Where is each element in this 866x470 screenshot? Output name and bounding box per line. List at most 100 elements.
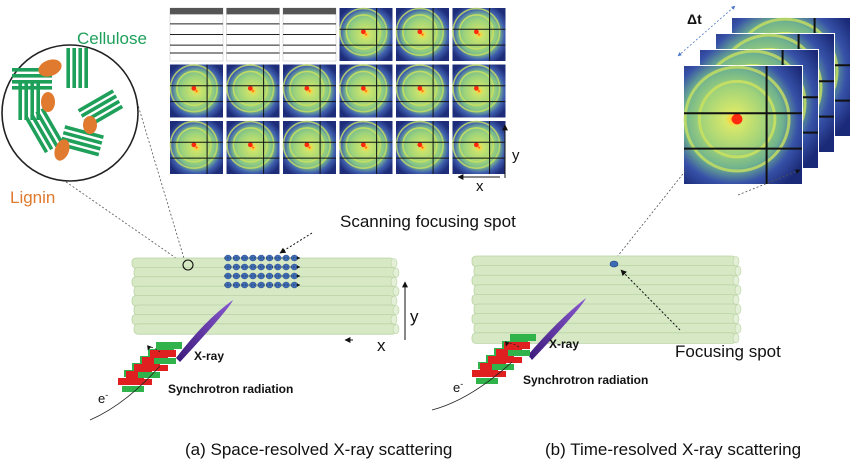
magnet-block [154, 358, 176, 364]
magnet-block [146, 365, 168, 371]
scan-spot [282, 272, 290, 280]
pattern-tile [282, 64, 336, 118]
delta-t-label: Δt [687, 11, 702, 27]
cellulose-bundles [12, 48, 124, 157]
fiber-end [732, 256, 740, 267]
magnet-block [510, 334, 536, 341]
magnet-block [500, 357, 522, 363]
fiber [471, 293, 737, 306]
pattern-tile [452, 120, 506, 174]
grid-axes [457, 124, 508, 180]
fiber [471, 255, 737, 268]
lignin-blob [54, 139, 70, 161]
lignin-blob [41, 92, 55, 112]
pattern-tile [452, 7, 506, 61]
fiber-end [390, 258, 398, 269]
magnet-block [156, 342, 182, 349]
lignin-blob [83, 116, 97, 134]
fiber-y-label: y [410, 307, 419, 326]
synchrotron-label-left: Synchrotron radiation [168, 382, 293, 396]
fiber-end [732, 275, 740, 286]
pattern-tile [169, 64, 223, 118]
xray-beam-right [528, 298, 586, 360]
pattern-tile [226, 120, 280, 174]
synchrotron-label-right: Synchrotron radiation [523, 373, 648, 387]
pattern-tile [339, 7, 393, 61]
caption-a: (a) Space-resolved X-ray scattering [185, 440, 452, 459]
pattern-tile-blank [282, 7, 337, 62]
scan-spot [282, 254, 290, 262]
cellulose-bundle [24, 107, 64, 154]
focusing-spot-label: Focusing spot [675, 342, 781, 361]
fiber-end [732, 294, 740, 305]
fiber [473, 303, 739, 316]
magnet-block [476, 378, 498, 384]
cellulose-bundle [59, 125, 104, 157]
fiber-bundle-left [131, 257, 400, 335]
magnet-block [122, 386, 144, 392]
fiber-end [734, 304, 742, 315]
lignin-label: Lignin [10, 188, 55, 207]
grid-y-label: y [512, 147, 520, 164]
scan-spot [282, 281, 290, 289]
scanning-spot-label: Scanning focusing spot [340, 212, 516, 231]
xray-label-right: X-ray [549, 337, 579, 351]
focusing-spot [609, 260, 619, 268]
probe-circle [182, 259, 194, 271]
magnet-block [150, 350, 176, 357]
fiber-end [732, 313, 740, 325]
fiber-end [390, 295, 398, 306]
pattern-tile [226, 64, 280, 118]
fiber-bundle-right [471, 255, 742, 344]
magnet-block [484, 371, 506, 377]
cellulose-label: Cellulose [77, 29, 147, 48]
electron-label-left: e- [98, 390, 108, 406]
fiber-end [734, 285, 742, 296]
fiber-x-label: x [377, 336, 386, 355]
pattern-tile-blank [226, 7, 280, 62]
scattering-pattern-grid [169, 7, 506, 174]
electron-path-left [89, 365, 161, 421]
pattern-tile [452, 64, 506, 118]
caption-b: (b) Time-resolved X-ray scattering [545, 440, 801, 459]
cellulose-bundle [66, 48, 88, 88]
fiber-end [734, 323, 742, 334]
fiber [133, 285, 397, 298]
fiber-end [392, 323, 400, 334]
fiber-end [392, 305, 400, 316]
fiber [471, 274, 737, 287]
pattern-tile [339, 64, 393, 118]
pattern-tile [683, 65, 802, 184]
fiber-end [390, 314, 398, 325]
fiber-end [734, 265, 742, 277]
fiber [473, 265, 739, 277]
undulator-magnets-left [118, 342, 182, 392]
pattern-tile [395, 7, 449, 61]
magnet-block [492, 364, 514, 370]
fiber-axes-left [344, 281, 408, 343]
xray-label-left: X-ray [194, 349, 224, 363]
fiber-end [392, 267, 400, 278]
magnet-block [508, 350, 530, 356]
fiber [131, 295, 395, 307]
lignin-blobs [38, 59, 97, 161]
lignin-blob [38, 59, 62, 77]
scan-spot [282, 263, 290, 271]
pattern-tile [169, 120, 223, 174]
cellulose-bundle [18, 80, 40, 120]
magnet-block [504, 342, 530, 349]
fiber-end [390, 276, 398, 287]
delta-t-arrow [677, 5, 736, 57]
fiber [133, 304, 397, 316]
pattern-tile [282, 120, 336, 174]
pattern-tile [395, 64, 449, 118]
magnet-block [130, 379, 152, 385]
fiber-end [732, 333, 740, 344]
time-resolved-pattern-stack [683, 17, 851, 185]
fiber-structure-inset [1, 44, 187, 266]
fiber [131, 313, 395, 326]
fiber [471, 313, 737, 325]
electron-label-right: e- [453, 379, 463, 395]
pattern-tile [395, 120, 449, 174]
